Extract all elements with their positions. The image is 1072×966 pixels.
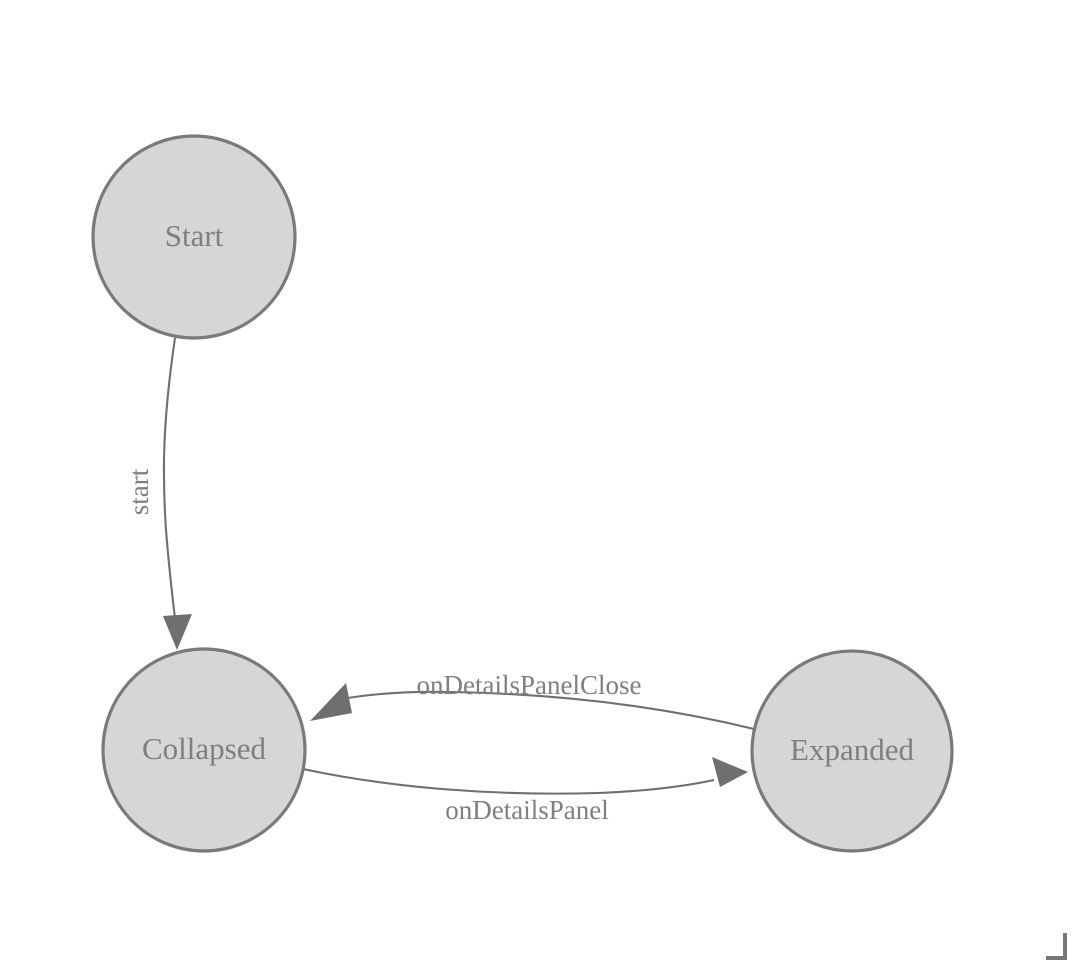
- edge-label-on-details-panel-close: onDetailsPanelClose: [417, 670, 642, 700]
- node-circle: [750, 649, 954, 853]
- edge-path: [302, 767, 715, 795]
- edge-label-on-details-panel: onDetailsPanel: [445, 795, 608, 825]
- viewport-corner-mark[interactable]: [1046, 933, 1067, 960]
- arrowhead-icon: [310, 683, 352, 721]
- node-label-expanded: Expanded: [790, 732, 914, 767]
- edge-collapsed-to-expanded[interactable]: onDetailsPanel: [302, 757, 748, 825]
- edge-start-to-collapsed[interactable]: start: [124, 337, 192, 650]
- node-label-collapsed: Collapsed: [142, 731, 266, 766]
- node-start[interactable]: Start: [91, 134, 297, 340]
- edge-label-start: start: [124, 468, 154, 515]
- edge-expanded-to-collapsed[interactable]: onDetailsPanelClose: [310, 670, 755, 731]
- edge-path: [341, 690, 755, 731]
- node-expanded[interactable]: Expanded: [750, 649, 954, 853]
- edge-path: [162, 337, 178, 629]
- node-circle: [101, 647, 307, 853]
- node-collapsed[interactable]: Collapsed: [101, 647, 307, 853]
- node-label-start: Start: [165, 218, 224, 253]
- arrowhead-icon: [163, 614, 192, 650]
- node-circle: [91, 134, 297, 340]
- arrowhead-icon: [712, 757, 748, 787]
